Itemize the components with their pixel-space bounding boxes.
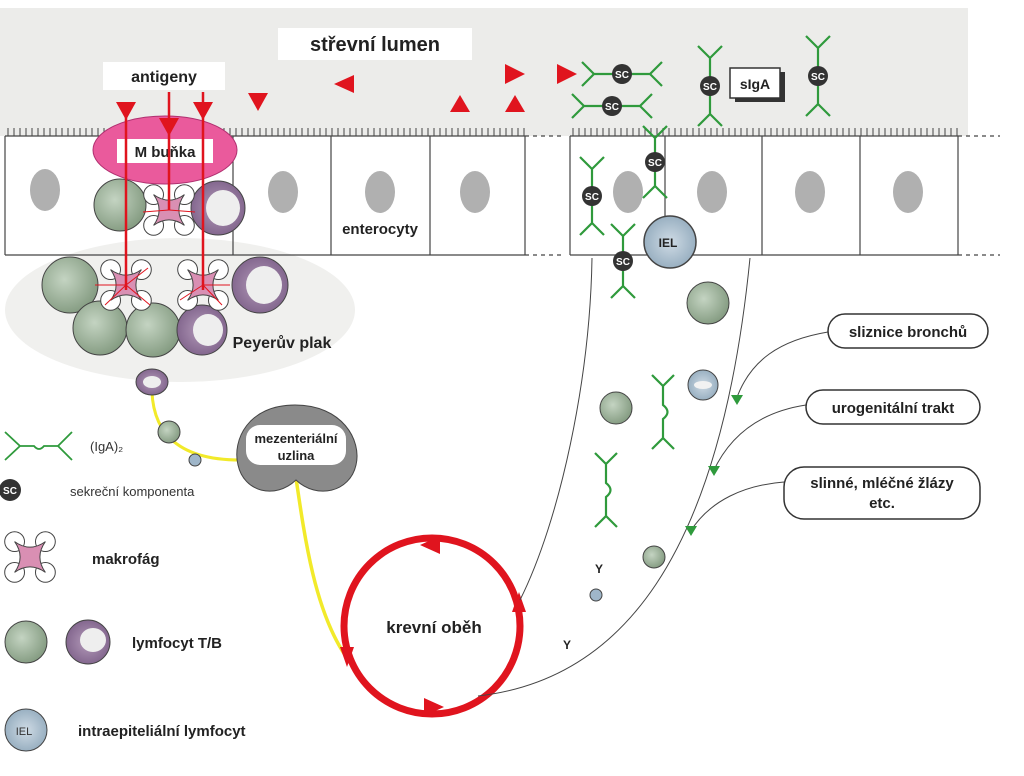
svg-text:sekreční komponenta: sekreční komponenta [70, 484, 195, 499]
legend-sc: SC sekreční komponenta [0, 479, 195, 501]
m-cell-label: M buňka [135, 144, 196, 161]
sc-badge: SC [585, 192, 599, 203]
legend-lymphocyte: lymfocyt T/B [4, 619, 222, 665]
sc-badge: SC [811, 72, 825, 83]
lymph-path-peyer-node [150, 381, 241, 462]
svg-text:intraepiteliální lymfocyt: intraepiteliální lymfocyt [78, 723, 246, 740]
blood-circulation-ring [340, 534, 524, 718]
svg-text:SC: SC [3, 486, 17, 497]
svg-text:lymfocyt T/B: lymfocyt T/B [132, 635, 222, 652]
svg-text:urogenitální trakt: urogenitální trakt [832, 400, 955, 417]
iga-antibodies: SC SC SC SC SC SC SC [571, 35, 831, 528]
iel-cell: IEL [643, 215, 697, 269]
sc-badge: SC [605, 102, 619, 113]
antigens-label: antigeny [131, 69, 197, 86]
antigen-paths [116, 92, 213, 290]
macrophage-spread-arrows [95, 209, 230, 306]
lamina-propria-cells [589, 281, 730, 602]
peyer-macrophages [100, 184, 229, 311]
sc-badge: SC [703, 82, 717, 93]
migrating-cells [135, 368, 202, 467]
siga-label: sIgA [740, 76, 770, 92]
sc-badge: SC [648, 158, 662, 169]
legend-iel: IEL intraepiteliální lymfocyt [4, 708, 246, 752]
circulation-label: krevní oběh [386, 618, 481, 637]
legend: (IgA)₂ SC sekreční komponenta makrofág l… [0, 431, 246, 752]
svg-text:makrofág: makrofág [92, 551, 160, 568]
lumen-label: střevní lumen [310, 34, 440, 56]
svg-text:IEL: IEL [16, 726, 33, 738]
epithelium [4, 128, 1000, 256]
svg-text:sliznice bronchů: sliznice bronchů [849, 324, 967, 341]
target-arrows [689, 331, 829, 533]
peyer-lymphocytes [41, 178, 289, 358]
circulation-arrows [340, 536, 526, 716]
sc-badge: SC [616, 257, 630, 268]
antigen-particles [248, 64, 577, 112]
legend-macrophage: makrofág [4, 531, 160, 583]
legend-macrophage-icon [4, 531, 56, 583]
target-sliznice-bronchu: sliznice bronchů [827, 313, 989, 349]
target-urogenitalni-trakt: urogenitální trakt [805, 389, 981, 425]
y-mark-1: Y [595, 562, 603, 576]
svg-text:(IgA)₂: (IgA)₂ [90, 439, 123, 454]
enterocytes-label: enterocyty [342, 221, 419, 238]
legend-iga: (IgA)₂ [4, 431, 123, 461]
svg-text:IEL: IEL [659, 236, 678, 250]
target-arrowheads [685, 395, 743, 536]
lymph-path-node-blood [294, 477, 347, 656]
sc-badge: SC [615, 70, 629, 81]
y-mark-2: Y [563, 638, 571, 652]
distribution-vessels [477, 257, 751, 697]
peyer-label: Peyerův plak [233, 335, 332, 352]
